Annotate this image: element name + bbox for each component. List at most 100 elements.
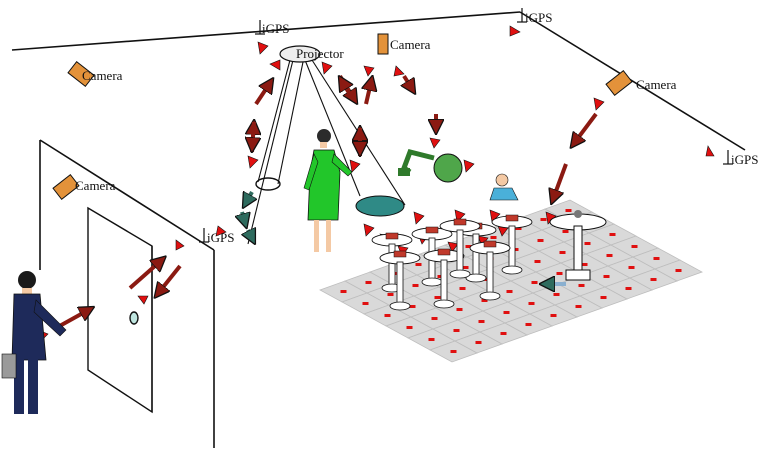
floor-sensor-mark	[465, 245, 472, 248]
floor-sensor-mark	[387, 293, 394, 296]
floor-sensor-mark	[537, 239, 544, 242]
projector: Projector	[279, 45, 344, 63]
table-leg	[486, 251, 494, 295]
igps-top-left: iGPS	[255, 20, 289, 36]
floor-sensor-mark	[340, 290, 347, 293]
table-base	[449, 269, 471, 279]
floor-sensor-mark	[600, 296, 607, 299]
floor-sensor-mark	[428, 338, 435, 341]
projected-display	[355, 195, 405, 217]
floor-sensor-mark	[534, 260, 541, 263]
tagged-object	[453, 218, 467, 226]
table-base	[389, 301, 411, 311]
floor-sensor-mark	[584, 242, 591, 245]
floor-sensor-mark	[675, 269, 682, 272]
floor-sensor-mark	[528, 302, 535, 305]
floor-sensor-mark	[503, 311, 510, 314]
floor-sensor-mark	[559, 251, 566, 254]
child-figure	[489, 173, 519, 201]
tagged-object	[437, 248, 451, 256]
camera-wall: Camera	[52, 174, 116, 200]
camera-wall-label: Camera	[75, 178, 116, 193]
floor-sensor-mark	[462, 266, 469, 269]
floor-sensor-mark	[406, 326, 413, 329]
floor-sensor-mark	[525, 323, 532, 326]
floor-sensor-mark	[628, 266, 635, 269]
floor-sensor-mark	[603, 275, 610, 278]
woman-figure	[303, 129, 353, 252]
floor-sensor-mark	[565, 209, 572, 212]
floor-sensor-mark	[409, 305, 416, 308]
floor-sensor-mark	[653, 257, 660, 260]
igps-top-right-label: iGPS	[525, 10, 552, 25]
door-handle	[129, 311, 139, 325]
floor-sensor-mark	[456, 308, 463, 311]
floor-sensor-mark	[556, 272, 563, 275]
floor-sensor-mark	[384, 314, 391, 317]
floor-sensor-mark	[553, 293, 560, 296]
floor-sensor-mark	[506, 290, 513, 293]
table-leg	[396, 261, 404, 305]
floor-sensor-mark	[606, 254, 613, 257]
floor-sensor-mark	[631, 245, 638, 248]
floor-sensor-mark	[490, 236, 497, 239]
floor-sensor-mark	[650, 278, 657, 281]
floor-sensor-mark	[362, 302, 369, 305]
signal-arrows	[55, 76, 598, 330]
igps-right: iGPS	[723, 150, 758, 167]
floor-sensor-mark	[531, 281, 538, 284]
floor-sensor-mark	[481, 299, 488, 302]
tagged-object	[393, 250, 407, 258]
table-base	[479, 291, 501, 301]
tagged-object	[505, 214, 519, 222]
floor-sensor-mark	[581, 263, 588, 266]
camera-right-label: Camera	[636, 77, 677, 92]
floor-sensor-mark	[459, 287, 466, 290]
table-leg	[388, 243, 396, 287]
camera-left-label: Camera	[82, 68, 123, 83]
camera-left: Camera	[67, 61, 123, 87]
tagged-object	[385, 232, 399, 240]
igps-wall: iGPS	[199, 228, 234, 245]
table-base	[501, 265, 523, 275]
floor-sensor-mark	[412, 284, 419, 287]
floor-sensor-mark	[475, 341, 482, 344]
floor-sensor-mark	[540, 218, 547, 221]
floor-sensor-mark	[609, 233, 616, 236]
floor-sensor-mark	[625, 287, 632, 290]
camera-top-label: Camera	[390, 37, 431, 52]
table-leg	[456, 229, 464, 273]
floor-sensor-mark	[434, 296, 441, 299]
projector-label: Projector	[296, 46, 344, 61]
floor-sensor-mark	[575, 305, 582, 308]
projection-arrows	[242, 192, 254, 242]
room-outline	[11, 11, 746, 448]
floor-sensor-mark	[562, 230, 569, 233]
service-robot	[549, 210, 607, 281]
table-base	[465, 273, 487, 283]
igps-wall-label: iGPS	[207, 230, 234, 245]
table-base	[421, 277, 443, 287]
man-figure	[1, 271, 67, 414]
igps-right-label: iGPS	[731, 152, 758, 167]
table-base	[433, 299, 455, 309]
floor-sensor-mark	[365, 281, 372, 284]
floor-sensor-mark	[515, 227, 522, 230]
floor-sensor-mark	[453, 329, 460, 332]
floor-sensor-mark	[415, 263, 422, 266]
floor-sensor-mark	[578, 284, 585, 287]
mobile-tables	[371, 214, 533, 311]
floor-sensor-mark	[450, 350, 457, 353]
floor-sensor-mark	[500, 332, 507, 335]
door	[87, 206, 153, 414]
camera-right: Camera	[605, 70, 677, 96]
igps-top-right: iGPS	[517, 8, 552, 25]
tagged-object	[425, 226, 439, 234]
floor-sensor-mark	[437, 275, 444, 278]
table-leg	[440, 259, 448, 303]
floor-sensor-mark	[478, 320, 485, 323]
camera-top: Camera	[377, 33, 431, 55]
igps-top-left-label: iGPS	[262, 21, 289, 36]
